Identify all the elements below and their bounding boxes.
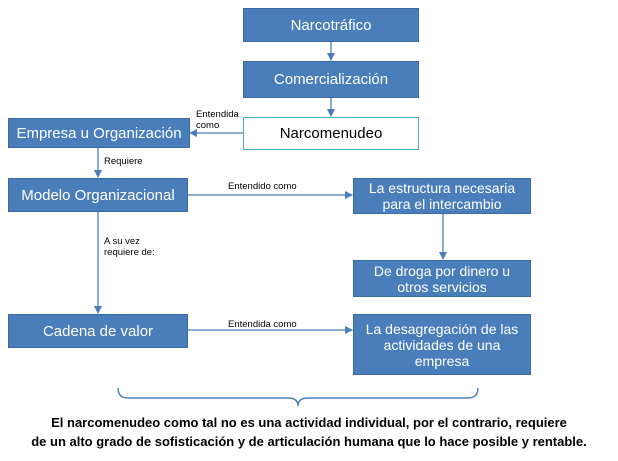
box-comercializacion-label: Comercialización: [273, 71, 389, 88]
box-estructura: La estructura necesaria para el intercam…: [353, 178, 531, 214]
box-droga-line1: De droga por dinero u: [373, 262, 511, 279]
box-narcotrafico: Narcotráfico: [243, 8, 419, 42]
label-requiere: Requiere: [104, 156, 143, 167]
box-comercializacion: Comercialización: [243, 61, 419, 98]
box-narcotrafico-label: Narcotráfico: [290, 16, 372, 34]
label-a-su-vez-line2: requiere de:: [104, 247, 155, 258]
box-desagregacion: La desagregación de las actividades de u…: [353, 314, 531, 375]
box-empresa: Empresa u Organización: [8, 118, 190, 148]
box-desagregacion-line1: La desagregación de las: [365, 320, 519, 337]
summary-brace: [117, 387, 479, 407]
box-droga: De droga por dinero u otros servicios: [353, 260, 531, 297]
box-cadena: Cadena de valor: [8, 314, 188, 348]
box-desagregacion-line3: empresa: [414, 352, 470, 369]
label-entendida-como-line1: Entendida: [196, 109, 239, 120]
label-entendida-como: Entendida como: [196, 109, 239, 131]
label-entendida-como-2: Entendida como: [228, 319, 297, 330]
box-modelo: Modelo Organizacional: [8, 178, 188, 212]
summary-caption: El narcomenudeo como tal no es una activ…: [0, 413, 618, 451]
box-modelo-label: Modelo Organizacional: [21, 186, 175, 204]
box-cadena-label: Cadena de valor: [42, 322, 154, 340]
box-estructura-line2: para el intercambio: [382, 196, 502, 212]
box-droga-line2: otros servicios: [397, 278, 487, 295]
label-a-su-vez: A su vez requiere de:: [104, 236, 155, 258]
summary-caption-line1: El narcomenudeo como tal no es una activ…: [51, 415, 567, 430]
box-empresa-label: Empresa u Organización: [16, 124, 182, 142]
box-estructura-line1: La estructura necesaria: [368, 180, 516, 196]
box-desagregacion-line2: actividades de una: [383, 336, 501, 353]
box-narcomenudeo: Narcomenudeo: [243, 117, 419, 150]
summary-caption-line2: de un alto grado de sofisticación y de a…: [31, 434, 587, 449]
box-narcomenudeo-label: Narcomenudeo: [279, 125, 383, 142]
label-entendido-como: Entendido como: [228, 181, 297, 192]
label-entendida-como-line2: como: [196, 120, 220, 131]
label-a-su-vez-line1: A su vez: [104, 236, 140, 247]
